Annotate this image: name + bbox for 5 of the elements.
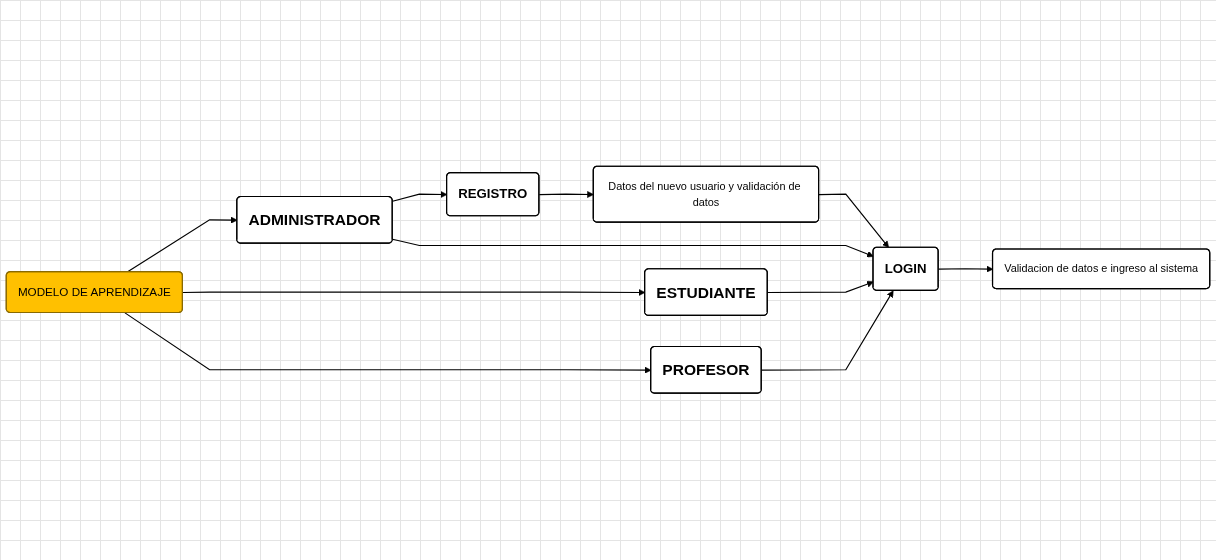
arrow (538, 191, 594, 199)
arrow (392, 238, 874, 258)
arrow (761, 290, 894, 372)
arrow (818, 193, 889, 249)
arrow (767, 281, 874, 294)
